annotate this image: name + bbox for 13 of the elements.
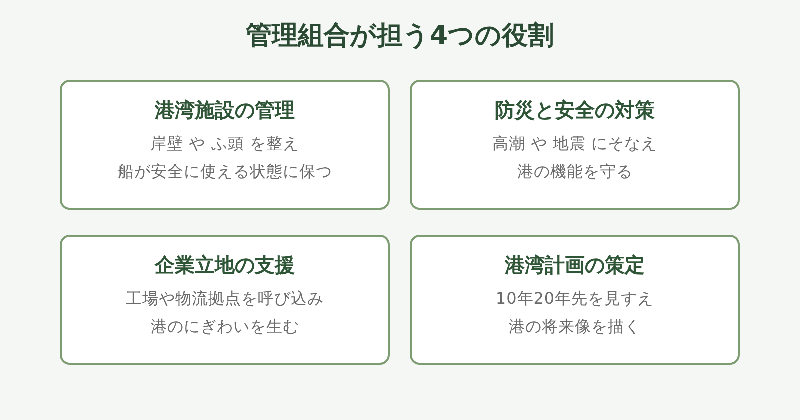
card-heading: 防災と安全の対策 <box>495 98 655 122</box>
role-card <box>410 235 740 365</box>
card-heading: 企業立地の支援 <box>155 253 295 277</box>
role-card <box>60 235 390 365</box>
card-description: 高潮 や 地震 にそなえ港の機能を守る <box>492 134 658 181</box>
card-heading: 港湾計画の策定 <box>505 253 645 277</box>
card-description: 岸壁 や ふ頭 を整え船が安全に使える状態に保つ <box>118 134 332 181</box>
card-description: 工場や物流拠点を呼び込み港のにぎわいを生む <box>126 289 324 336</box>
diagram-title: 管理組合が担う4つの役割 <box>246 21 554 51</box>
role-card <box>60 80 390 210</box>
card-heading: 港湾施設の管理 <box>155 98 295 122</box>
role-card <box>410 80 740 210</box>
card-description: 10年20年先を見すえ港の将来像を描く <box>496 289 654 336</box>
